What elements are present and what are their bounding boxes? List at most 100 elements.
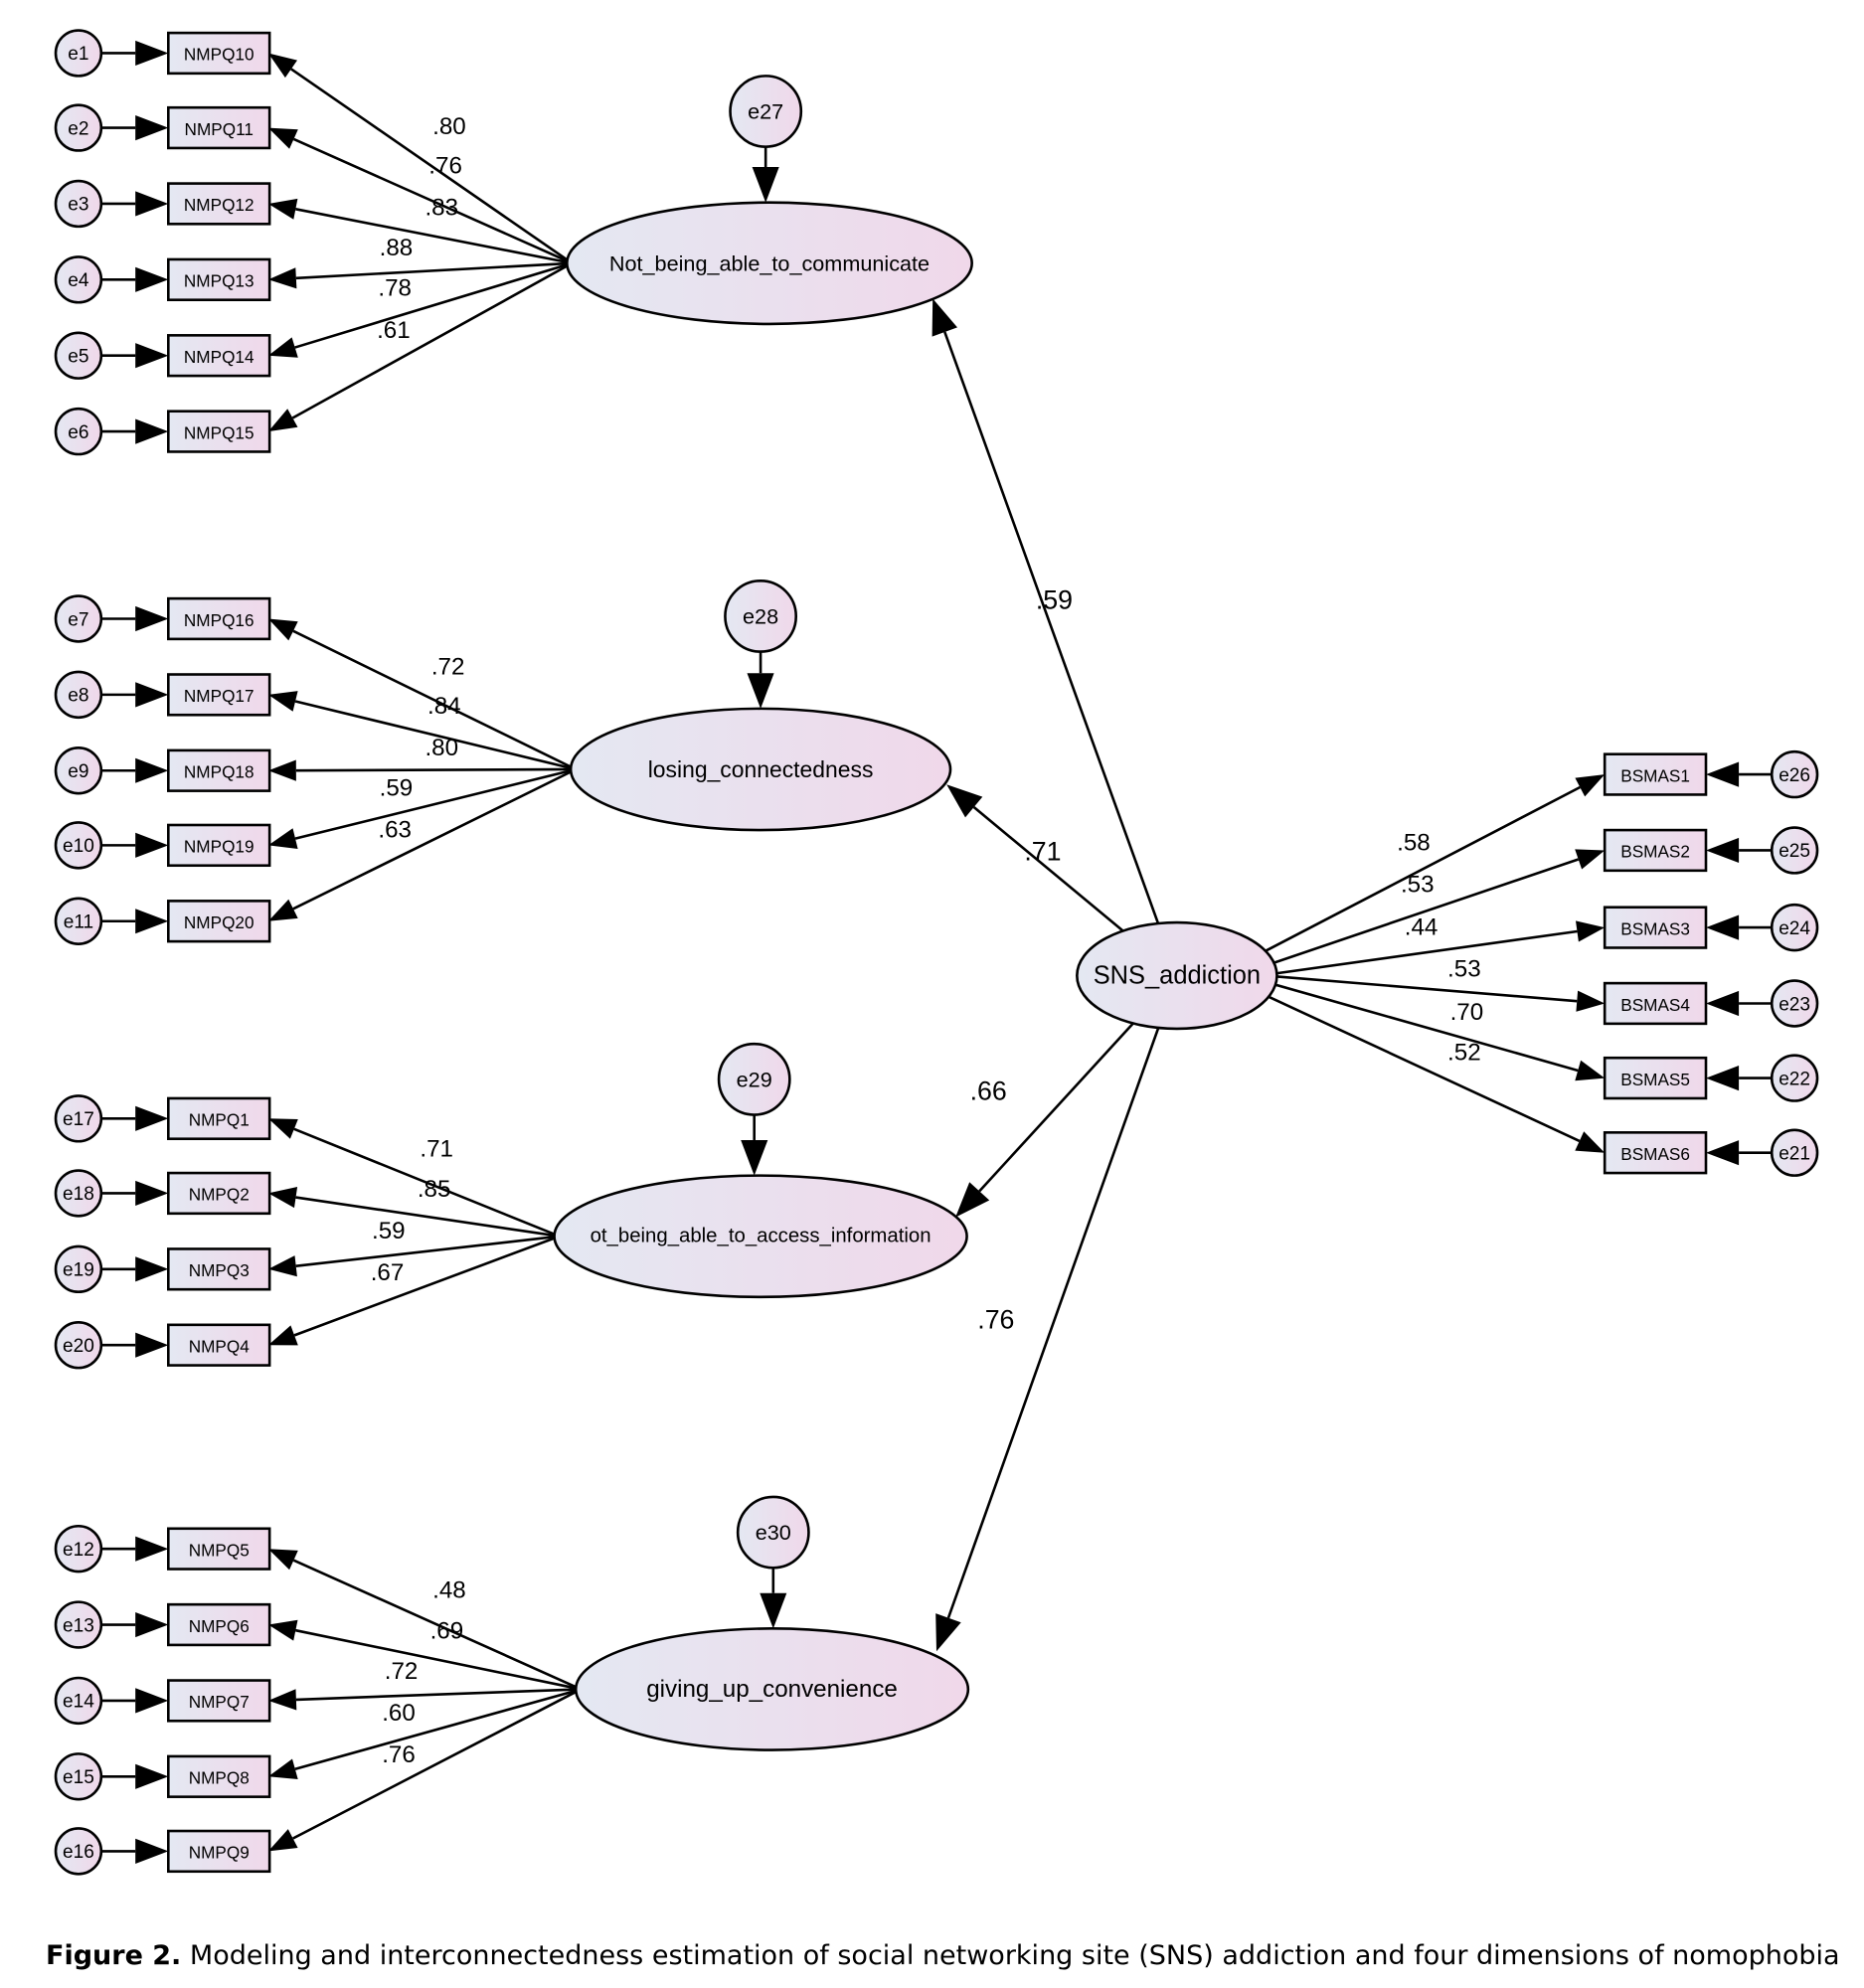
loading-arrow-bsmas5 (1250, 976, 1579, 1073)
indicator-label-nmpq17: NMPQ17 (184, 686, 254, 706)
error-arrow-e3-head (135, 191, 169, 217)
indicator-label-nmpq1: NMPQ1 (189, 1110, 250, 1130)
loading-value-bsmas2: .53 (1401, 871, 1435, 898)
indicator-label-bsmas2: BSMAS2 (1620, 842, 1690, 862)
loading-value-bsmas3: .44 (1405, 914, 1439, 941)
error-label-e4: e4 (68, 270, 89, 291)
indicator-box-nmpq5 (167, 1527, 271, 1571)
indicator-label-nmpq4: NMPQ4 (189, 1336, 251, 1356)
loading-arrow-nmpq20 (292, 767, 577, 911)
indicator-box-nmpq14 (167, 334, 271, 378)
loading-arrow-nmpq7-head (267, 1689, 297, 1711)
loading-arrow-nmpq1-head (267, 1118, 298, 1139)
disturbance-label-e29: e29 (737, 1067, 772, 1091)
error-term-e25 (1770, 826, 1819, 875)
loading-arrow-nmpq6 (295, 1628, 582, 1691)
indicator-box-nmpq20 (167, 900, 271, 943)
loading-arrow-nmpq19-head (267, 828, 298, 849)
loading-arrow-bsmas5-head (1575, 1060, 1606, 1081)
loading-arrow-nmpq2 (295, 1196, 560, 1239)
error-label-e11: e11 (64, 912, 93, 933)
indicator-box-nmpq18 (167, 748, 271, 792)
error-arrow-e10-head (135, 832, 169, 858)
loading-arrow-nmpq4-head (267, 1325, 298, 1346)
loading-value-nmpq10: .80 (432, 113, 466, 140)
loading-arrow-nmpq14 (294, 261, 573, 349)
error-label-e2: e2 (68, 118, 88, 139)
loading-value-bsmas5: .70 (1450, 999, 1484, 1026)
error-label-e22: e22 (1779, 1069, 1810, 1089)
loading-value-nmpq7: .72 (385, 1658, 419, 1685)
indicator-box-bsmas6 (1603, 1131, 1708, 1175)
caption-label: Figure 2. (46, 1940, 182, 1971)
loading-arrow-nmpq16-head (267, 618, 298, 641)
error-arrow-e4-head (135, 266, 169, 292)
path-coefficient-l4: .76 (977, 1305, 1014, 1335)
structural-path-l4 (946, 1027, 1160, 1619)
disturbance-label-e30: e30 (756, 1520, 791, 1545)
indicator-box-nmpq7 (167, 1679, 271, 1723)
error-arrow-e24-head (1706, 914, 1740, 940)
indicator-label-nmpq18: NMPQ18 (184, 762, 254, 782)
loading-value-nmpq1: .71 (420, 1135, 453, 1162)
loading-value-nmpq19: .59 (380, 775, 414, 802)
error-term-e22 (1770, 1054, 1819, 1102)
loading-arrow-nmpq6-head (267, 1619, 298, 1641)
error-term-e16 (54, 1827, 103, 1876)
error-arrow-e15-head (135, 1763, 169, 1789)
loading-value-nmpq12: .83 (424, 194, 458, 221)
error-arrow-e7-head (135, 605, 169, 632)
loading-value-nmpq4: .67 (371, 1259, 405, 1286)
error-label-e25: e25 (1779, 841, 1810, 862)
loading-value-nmpq6: .69 (430, 1617, 464, 1644)
path-coefficient-l2: .71 (1024, 837, 1061, 867)
error-arrow-e11-head (135, 909, 169, 934)
loading-value-bsmas6: .52 (1447, 1040, 1481, 1067)
error-term-e21 (1770, 1128, 1819, 1177)
error-term-e23 (1770, 979, 1819, 1028)
loading-value-nmpq17: .84 (427, 693, 461, 720)
error-term-e14 (54, 1676, 103, 1726)
error-term-e7 (54, 594, 103, 643)
loading-value-nmpq16: .72 (431, 653, 465, 680)
loading-arrow-nmpq14-head (267, 337, 298, 358)
indicator-label-bsmas6: BSMAS6 (1620, 1144, 1690, 1164)
loading-value-nmpq11: .76 (428, 152, 462, 179)
indicator-box-nmpq15 (167, 410, 271, 453)
loading-arrow-nmpq8 (294, 1688, 582, 1771)
latent-label-sns: SNS_addiction (1094, 961, 1261, 989)
indicator-box-nmpq1 (167, 1096, 271, 1140)
error-label-e5: e5 (68, 346, 88, 367)
loading-arrow-nmpq19 (294, 767, 577, 840)
error-term-e8 (54, 670, 103, 720)
loading-value-nmpq8: .60 (382, 1700, 416, 1727)
loading-value-bsmas1: .58 (1397, 829, 1431, 856)
indicator-box-nmpq17 (167, 673, 271, 717)
error-arrow-e21-head (1706, 1140, 1740, 1166)
indicator-label-bsmas4: BSMAS4 (1620, 995, 1690, 1015)
loading-arrow-nmpq7 (295, 1688, 582, 1702)
error-label-e7: e7 (68, 609, 88, 630)
loading-arrow-bsmas1 (1225, 785, 1581, 973)
error-label-e24: e24 (1779, 918, 1810, 939)
loading-arrow-bsmas4 (1271, 974, 1578, 1003)
loading-arrow-nmpq16 (292, 629, 577, 771)
disturbance-e29 (717, 1042, 791, 1116)
indicator-box-bsmas3 (1603, 906, 1708, 949)
error-arrow-e18-head (135, 1180, 169, 1206)
error-label-e23: e23 (1779, 994, 1810, 1015)
disturbance-arrow-e27-head (752, 167, 779, 203)
error-arrow-e16-head (135, 1838, 169, 1864)
error-term-e6 (54, 407, 103, 456)
error-label-e13: e13 (63, 1615, 94, 1636)
indicator-label-nmpq12: NMPQ12 (184, 195, 254, 215)
loading-value-nmpq15: .61 (377, 317, 411, 344)
error-term-e26 (1770, 749, 1819, 799)
loading-arrow-nmpq5 (292, 1559, 582, 1691)
error-label-e26: e26 (1779, 765, 1810, 786)
coefficient-labels: .80.76.83.88.78.61.72.84.80.59.63.71.85.… (371, 113, 1483, 1768)
indicator-box-bsmas2 (1603, 828, 1708, 873)
error-term-e2 (54, 103, 103, 152)
loading-value-nmpq5: .48 (432, 1577, 466, 1604)
error-arrow-e1-head (135, 40, 169, 66)
